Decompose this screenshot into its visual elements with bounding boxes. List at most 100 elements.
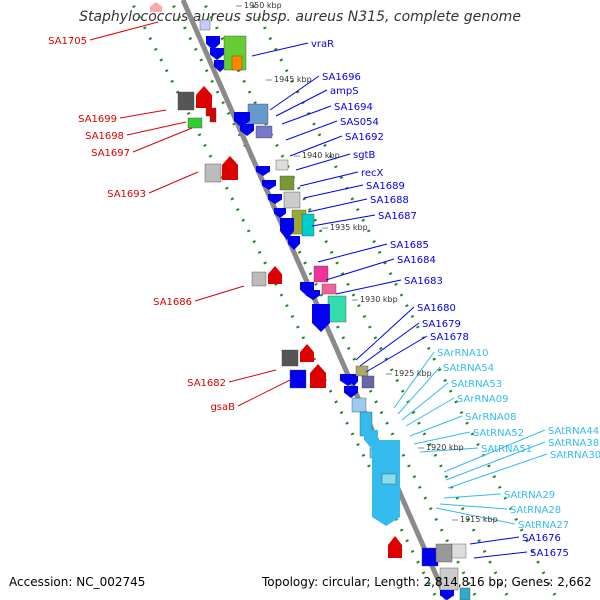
gene-block-gray <box>177 91 195 111</box>
gene-block-gray <box>281 349 299 367</box>
label-sa1692: SA1692 <box>345 132 384 143</box>
right-label-leader <box>295 153 351 171</box>
gene-block-orange <box>231 55 243 71</box>
label-sa1678: SA1678 <box>430 332 469 343</box>
right-label-leader <box>317 243 388 263</box>
backbone <box>180 0 450 600</box>
tick-label: 1950 kbp <box>244 1 282 10</box>
gene-block-lightgray <box>204 163 222 183</box>
rna-label-leader <box>397 366 441 415</box>
label-sa1699: SA1699 <box>78 114 117 125</box>
reverse-gene-arrow <box>310 364 326 388</box>
forward-gene-arrow <box>256 166 270 176</box>
label-sarrna09: SArRNA09 <box>457 394 508 405</box>
label-recx: recX <box>361 168 384 179</box>
gene-features <box>150 2 471 600</box>
rna-label-leader <box>413 431 471 445</box>
label-satrna51: SAtRNA51 <box>481 444 532 455</box>
reverse-gene-arrow <box>268 266 282 284</box>
label-amps: ampS <box>330 86 359 97</box>
rna-label-leader <box>419 447 479 453</box>
rna-label-leader <box>443 429 546 473</box>
label-satrna28: SAtRNA28 <box>510 505 561 516</box>
label-sgtb: sgtB <box>353 150 375 161</box>
gene-block-lightgray <box>275 159 289 171</box>
gene-block-red <box>209 113 217 123</box>
backbone-line <box>180 0 450 600</box>
left-label-leader <box>194 285 245 302</box>
rna-label-leader <box>435 507 516 525</box>
tick-label: 1940 kbp <box>302 151 340 160</box>
label-sa1696: SA1696 <box>322 72 361 83</box>
forward-gene-arrow <box>350 376 358 386</box>
rna-label-leader <box>409 415 463 437</box>
tick-label: 1930 kbp <box>360 295 398 304</box>
left-label-leader <box>148 171 199 194</box>
label-sa1688: SA1688 <box>370 195 409 206</box>
gene-block-blue <box>421 547 439 567</box>
label-satrna27: SAtRNA27 <box>518 520 569 531</box>
label-sa1675: SA1675 <box>530 548 569 559</box>
forward-gene-arrow <box>214 60 226 72</box>
forward-gene-arrow <box>240 124 254 136</box>
right-label-leader <box>359 322 420 367</box>
gene-block-blue <box>289 369 307 389</box>
label-sa1682: SA1682 <box>187 378 226 389</box>
right-label-leader <box>289 135 343 157</box>
label-sa1683: SA1683 <box>404 276 443 287</box>
rna-label-leader <box>445 441 546 481</box>
label-sarrna08: SArRNA08 <box>465 412 516 423</box>
gene-block-lightgray <box>251 271 267 287</box>
reverse-gene-arrow <box>388 536 402 558</box>
forward-gene-arrow <box>206 36 220 50</box>
accession-label: Accession: NC_002745 <box>9 575 146 589</box>
forward-gene-arrow <box>344 386 358 398</box>
gene-block-olive <box>279 175 295 191</box>
gene-block-lavender <box>255 125 273 139</box>
forward-gene-arrow <box>210 48 224 60</box>
label-satrna52: SAtRNA52 <box>473 428 524 439</box>
label-leaders <box>89 21 548 559</box>
right-label-leader <box>307 198 368 213</box>
label-satrna30: SAtRNA30 <box>550 450 600 461</box>
right-label-leader <box>335 279 402 295</box>
right-label-leader <box>325 258 395 281</box>
left-label-leader <box>237 379 291 407</box>
right-label-leader <box>365 335 428 373</box>
tick-label: 1935 kbp <box>330 223 368 232</box>
right-label-leader <box>355 306 415 361</box>
label-satrna38: SAtRNA38 <box>548 438 599 449</box>
gene-labels: SA1705SA1699SA1698SA1697SA1693SA1686SA16… <box>48 36 600 559</box>
gene-block-lightgray <box>451 543 467 559</box>
left-label-leader <box>132 127 193 153</box>
label-sa1676: SA1676 <box>522 533 561 544</box>
forward-gene-arrow <box>262 180 276 190</box>
rna-label-leader <box>401 382 449 421</box>
forward-gene-arrow <box>312 304 330 332</box>
label-sa1705: SA1705 <box>48 36 87 47</box>
rna-label-leader <box>443 493 502 499</box>
gene-block-gray <box>435 543 453 563</box>
label-sa1693: SA1693 <box>107 189 146 200</box>
label-sa1680: SA1680 <box>417 303 456 314</box>
rna-label-leader <box>447 453 548 489</box>
forward-gene-arrow <box>280 218 294 240</box>
right-label-leader <box>311 214 376 227</box>
tick-label: 1925 kbp <box>394 369 432 378</box>
label-sa1698: SA1698 <box>85 131 124 142</box>
right-label-leader <box>251 42 309 57</box>
rna-block <box>381 473 397 485</box>
gene-block-pink <box>321 283 337 295</box>
rna-block <box>351 397 367 413</box>
gene-block-green <box>187 117 203 129</box>
label-sas054: SAS054 <box>340 117 379 128</box>
right-label-leader <box>285 120 338 141</box>
gene-block-cyan <box>301 213 315 237</box>
left-label-leader <box>228 369 277 383</box>
forward-gene-arrow <box>288 236 300 250</box>
gene-block <box>199 19 211 31</box>
label-satrna44: SAtRNA44 <box>548 426 599 437</box>
tick-label: 1915 kbp <box>460 515 498 524</box>
